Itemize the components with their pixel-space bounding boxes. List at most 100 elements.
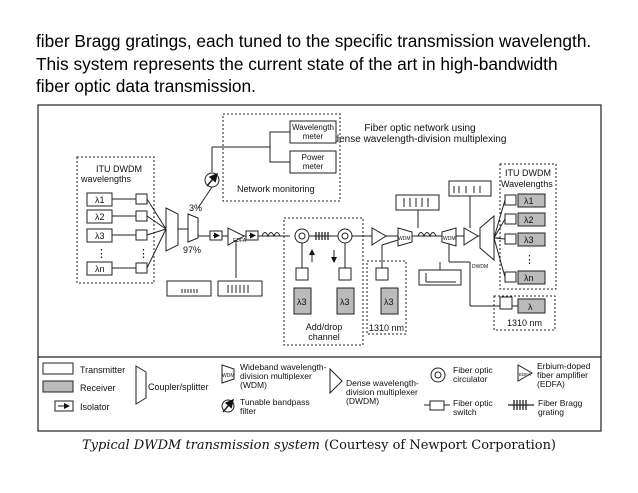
legend-bragg-icon: [508, 400, 534, 410]
caption-credit: (Courtesy of Newport Corporation): [319, 438, 557, 453]
caption-title: Typical DWDM transmission system: [81, 438, 320, 453]
legend-switch-2: switch: [453, 407, 477, 417]
intro-line-2: This system represents the current state…: [36, 53, 558, 74]
left-lambda-label: λ3: [95, 231, 105, 241]
left-lambda-label: λ1: [95, 195, 105, 205]
add-lambda: λ3: [340, 297, 350, 307]
legend-bragg-2: grating: [538, 407, 564, 417]
legend-circulator-icon: [430, 367, 446, 383]
left-isolator: [135, 210, 148, 222]
legend-bragg-1: Fiber Bragg: [538, 398, 583, 408]
right-lambda-label: λ2: [524, 215, 534, 225]
edfa-2: [371, 227, 387, 246]
svg-text:WDM: WDM: [398, 236, 411, 242]
edfa-1: [227, 227, 246, 246]
wavelength-meter-label-1: Wavelength: [292, 123, 334, 132]
legend-dwdm-2: division multiplexer: [346, 387, 418, 397]
legend-wdm-3: (WDM): [240, 380, 267, 390]
itu-left-title-2: wavelengths: [80, 174, 132, 184]
split-97-label: 97%: [183, 245, 201, 255]
intro-line-1: fiber Bragg gratings, each tuned to the …: [36, 31, 592, 51]
right-demux: [479, 214, 495, 262]
legend-isolator: Isolator: [80, 402, 110, 412]
add-drop-label-2: channel: [308, 332, 340, 342]
legend-wdm-1: Wideband wavelength-: [240, 362, 327, 372]
legend-edfa-icon: [517, 364, 534, 382]
right-receiver: [517, 270, 546, 285]
wdm-1: [397, 227, 413, 247]
intro-text: fiber Bragg gratings, each tuned to the …: [36, 30, 626, 98]
left-isolator: [135, 262, 148, 274]
legend-coupler: Coupler/splitter: [148, 382, 209, 392]
legend-coupler-icon: [135, 365, 147, 405]
add-transmitter: [336, 287, 355, 315]
right-isolator: [504, 271, 517, 283]
legend-dwdm-3: (DWDM): [346, 396, 379, 406]
legend-edfa-2: fiber amplifier: [537, 370, 588, 380]
edfa-3: [463, 227, 479, 246]
legend-circulator-2: circulator: [453, 374, 488, 384]
legend-receiver: Receiver: [80, 383, 116, 393]
legend-switch-1: Fiber optic: [453, 398, 493, 408]
right-isolator: [504, 233, 517, 245]
svg-text:EDFA: EDFA: [233, 238, 247, 244]
box-1310-right: [493, 295, 556, 331]
bragg-grating: [315, 232, 329, 240]
nm-1310-right-label: 1310 nm: [507, 318, 542, 328]
network-monitoring-box: [222, 113, 341, 202]
legend-bandpass-2: filter: [240, 406, 256, 416]
legend-edfa-1: Erbium-doped: [537, 361, 591, 371]
svg-text:WDM: WDM: [222, 373, 235, 379]
left-isolator: [135, 229, 148, 241]
left-lambda-label: λ2: [95, 212, 105, 222]
svg-text:λ: λ: [528, 302, 533, 312]
legend-wdm-2: division multiplexer: [240, 371, 312, 381]
itu-left-box: [76, 156, 155, 284]
svg-text:λ3: λ3: [384, 297, 394, 307]
power-meter-label-1: Power: [302, 153, 325, 162]
intro-line-3: fiber optic data transmission.: [36, 76, 256, 96]
circulator-2: [337, 228, 353, 244]
rx-1310-right: [517, 298, 546, 314]
svg-text:WDM: WDM: [443, 236, 456, 242]
svg-text:⋮: ⋮: [138, 248, 149, 260]
legend-circulator-1: Fiber optic: [453, 365, 493, 375]
network-monitoring-label: Network monitoring: [237, 184, 315, 194]
legend-dwdm-icon: [329, 367, 343, 395]
right-lambda-label: λ1: [524, 196, 534, 206]
right-receiver: [517, 232, 546, 247]
drop-receiver: [293, 287, 312, 315]
legend-wdm-icon: [221, 364, 235, 384]
right-isolator: [504, 194, 517, 206]
legend: Transmitter Receiver Isolator Coupler/sp…: [42, 361, 591, 417]
add-drop-box: [283, 217, 364, 346]
fiber-coil-1: [261, 232, 281, 238]
right-lambda-label: λn: [524, 273, 534, 283]
fiber-coil-2: [417, 232, 437, 238]
circulator-1: [294, 228, 310, 244]
itu-right-title-1: ITU DWDM: [505, 168, 551, 178]
left-ellipsis: ⋮: [96, 248, 107, 260]
add-drop-label-1: Add/drop: [306, 322, 343, 332]
legend-switch-icon: [429, 400, 445, 411]
right-isolator: [504, 213, 517, 225]
legend-dwdm-1: Dense wavelength-: [346, 378, 419, 388]
wdm-2: [441, 227, 457, 247]
drop-lambda: λ3: [297, 297, 307, 307]
itu-right-title-2: Wavelengths: [501, 179, 553, 189]
diagram-frame: [37, 104, 602, 432]
diagram-title-line-2: dense wavelength-division multiplexing: [334, 134, 507, 145]
power-meter-label-2: meter: [303, 162, 324, 171]
svg-text:DWDM: DWDM: [472, 264, 488, 270]
right-ellipsis: ⋮: [524, 254, 535, 266]
wavelength-meter-label-2: meter: [303, 132, 324, 141]
left-isolator: [135, 193, 148, 205]
itu-left-title-1: ITU DWDM: [96, 164, 142, 174]
legend-edfa-3: (EDFA): [537, 379, 565, 389]
right-receiver: [517, 212, 546, 227]
diagram-title-line-1: Fiber optic network using: [364, 123, 475, 134]
svg-text:EDFA: EDFA: [519, 372, 531, 377]
splitter: [187, 213, 199, 243]
left-lambda-label: λn: [95, 264, 105, 274]
